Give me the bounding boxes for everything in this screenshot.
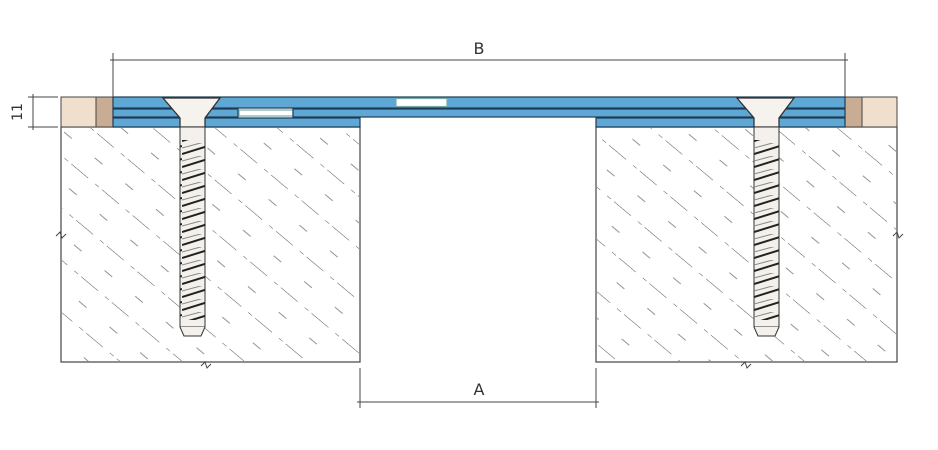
- dimension-b: [110, 53, 848, 97]
- right-end-cap: [844, 96, 898, 128]
- dimension-b-label: B: [474, 39, 485, 58]
- bottom-layer-left: [112, 117, 361, 128]
- left-end-cap: [60, 96, 114, 128]
- top-layer: [112, 96, 846, 109]
- joint-profile: [112, 96, 846, 128]
- dimension-a-label: A: [474, 380, 485, 399]
- break-marks: [55, 231, 904, 369]
- bottom-layer-right: [595, 117, 846, 128]
- dimension-height: [28, 94, 58, 130]
- right-substrate-block: [595, 126, 898, 363]
- center-insert: [395, 97, 448, 108]
- left-substrate-block: [60, 126, 361, 363]
- dimension-height-label: 11: [10, 103, 26, 121]
- right-screw: [735, 97, 796, 337]
- dimension-a: [357, 368, 599, 408]
- left-screw: [161, 97, 222, 337]
- middle-layer-right: [292, 108, 846, 118]
- middle-insert: [238, 109, 294, 117]
